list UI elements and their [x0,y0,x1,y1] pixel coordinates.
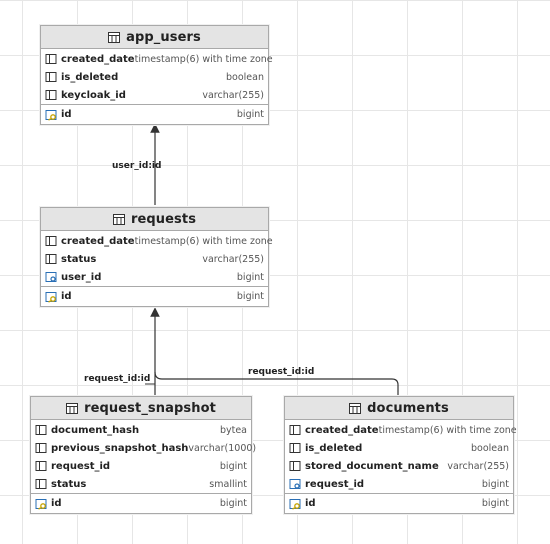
column-name: request_id [51,460,111,472]
column-name: is_deleted [305,442,363,454]
column-row[interactable]: keycloak_id varchar(255) [41,86,268,104]
column-name: stored_document_name [305,460,439,472]
column-name: request_id [305,478,365,490]
column-name: user_id [61,271,102,283]
column-type: varchar(255) [447,460,509,472]
column-type: bigint [236,291,264,302]
column-type: bigint [481,498,509,509]
primary-key-row[interactable]: id bigint [41,104,268,124]
column-row[interactable]: is_deleted boolean [285,439,513,457]
column-icon [289,460,301,472]
primary-key-row[interactable]: id bigint [41,286,268,306]
column-row[interactable]: request_id bigint [31,457,251,475]
foreign-key-icon [45,271,57,283]
column-name: created_date [61,53,135,65]
column-type: boolean [226,71,264,83]
table-icon [112,213,125,225]
table-header[interactable]: app_users [41,26,268,49]
primary-key-row[interactable]: id bigint [285,493,513,513]
column-row[interactable]: stored_document_name varchar(255) [285,457,513,475]
column-row[interactable]: is_deleted boolean [41,68,268,86]
table-title: request_snapshot [84,400,216,416]
edge-documents-requests[interactable] [154,371,399,396]
column-type: bigint [481,478,509,490]
column-row[interactable]: user_id bigint [41,268,268,286]
column-type: smallint [209,478,247,490]
column-name: previous_snapshot_hash [51,442,189,454]
column-type: bigint [219,460,247,472]
column-row[interactable]: created_date timestamp(6) with time zone [285,421,517,439]
column-type: bytea [219,424,247,436]
column-name: is_deleted [61,71,119,83]
column-name: id [61,291,72,302]
column-name: document_hash [51,424,140,436]
column-row[interactable]: created_date timestamp(6) with time zone [41,50,273,68]
table-request-snapshot[interactable]: request_snapshot document_hash bytea pre… [30,396,256,514]
column-icon [45,71,57,83]
column-icon [45,53,57,65]
table-title: requests [130,211,197,227]
column-icon [35,424,47,436]
table-header[interactable]: request_snapshot [31,397,251,420]
column-type: timestamp(6) with time zone [378,424,517,436]
column-row[interactable]: status varchar(255) [41,250,268,268]
column-row[interactable]: status smallint [31,475,251,493]
column-name: keycloak_id [61,89,126,101]
column-name: status [51,478,87,490]
foreign-key-icon [289,478,301,490]
table-title: documents [367,400,449,416]
column-row[interactable]: created_date timestamp(6) with time zone [41,232,273,250]
table-header[interactable]: documents [285,397,513,420]
primary-key-icon [45,291,57,303]
column-type: timestamp(6) with time zone [134,53,273,65]
column-row[interactable]: document_hash bytea [31,421,251,439]
table-icon [349,402,362,414]
column-type: timestamp(6) with time zone [134,235,273,247]
column-icon [45,253,57,265]
table-icon [108,31,121,43]
column-icon [35,460,47,472]
column-type: varchar(1000) [188,442,257,454]
column-name: created_date [61,235,135,247]
table-header[interactable]: requests [41,208,268,231]
column-icon [45,89,57,101]
primary-key-icon [35,498,47,510]
column-icon [35,478,47,490]
column-row[interactable]: previous_snapshot_hash varchar(1000) [31,439,256,457]
primary-key-row[interactable]: id bigint [31,493,251,513]
edge-label-user-id: user_id:id [112,161,162,171]
column-type: bigint [219,498,247,509]
column-name: id [305,498,316,509]
column-row[interactable]: request_id bigint [285,475,513,493]
column-icon [45,235,57,247]
primary-key-icon [289,498,301,510]
table-title: app_users [126,29,201,45]
column-name: id [61,109,72,120]
edge-label-request-id-documents: request_id:id [248,367,315,377]
column-name: created_date [305,424,379,436]
column-type: varchar(255) [202,89,264,101]
column-type: bigint [236,109,264,120]
table-icon [66,402,79,414]
column-type: bigint [236,271,264,283]
column-type: varchar(255) [202,253,264,265]
column-name: id [51,498,62,509]
primary-key-icon [45,109,57,121]
column-name: status [61,253,97,265]
edge-label-request-id-snapshot: request_id:id [84,374,151,384]
column-icon [289,424,301,436]
column-icon [35,442,47,454]
table-requests[interactable]: requests created_date timestamp(6) with … [40,207,273,307]
column-icon [289,442,301,454]
table-documents[interactable]: documents created_date timestamp(6) with… [284,396,517,514]
table-app-users[interactable]: app_users created_date timestamp(6) with… [40,25,273,125]
column-type: boolean [471,442,509,454]
